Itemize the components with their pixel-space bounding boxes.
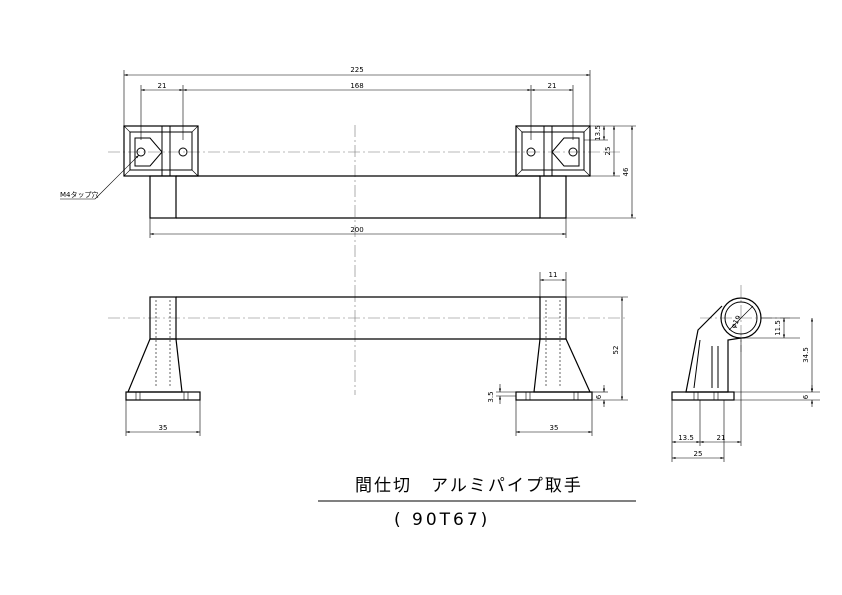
dim-center-span: 168 [350,82,363,90]
front-left-base-plate [125,391,201,401]
dim-34-5: 34.5 [802,347,810,363]
dim-25: 25 [604,147,612,156]
right-tap-hole [568,147,578,157]
right-screw-hole [526,147,536,157]
side-view: φ19 11.5 34.5 6 13.5 21 25 [671,285,820,462]
dim-side-25: 25 [694,450,703,458]
dim-11-5: 11.5 [774,320,782,336]
dim-post-width: 11 [549,271,558,279]
front-view: 11 52 6 3.5 35 35 [108,271,628,436]
right-bracket-inner [521,131,585,171]
model-number: ( 90T67) [394,510,490,530]
dim-base-left: 35 [159,424,168,432]
left-tap-hole [136,147,146,157]
left-bracket-clamp [134,137,163,167]
dim-6: 6 [802,394,810,399]
dim-13-5: 13.5 [594,125,602,141]
front-right-post-body [533,338,591,393]
dim-left-offset: 21 [158,82,167,90]
dim-base-right: 35 [550,424,559,432]
dim-overall-225: 225 [350,66,363,74]
dim-right-offset: 21 [548,82,557,90]
right-bracket-clamp [551,137,580,167]
left-post [149,175,177,219]
left-bracket-inner [129,131,193,171]
dim-side-21: 21 [717,434,726,442]
front-left-post-body [127,338,183,393]
dim-46: 46 [622,167,630,176]
tap-hole-note: M4タップ穴 [60,190,99,199]
top-view: 225 21 168 21 200 13.5 25 46 M4タップ穴 [60,66,636,290]
dim-height-52: 52 [612,346,620,355]
drawing-title: 間仕切 アルミパイプ取手 [355,476,583,496]
dim-plate-6: 6 [595,394,603,399]
side-base-plate [671,391,735,401]
right-post [539,175,567,219]
dim-side-13-5: 13.5 [678,434,694,442]
pipe-section-inner [724,301,758,335]
title-block: 間仕切 アルミパイプ取手 ( 90T67) [318,476,636,530]
dim-plate-3-5: 3.5 [487,391,495,402]
dim-bottom-length: 200 [350,226,363,234]
front-right-base-plate [515,391,593,401]
left-screw-hole [178,147,188,157]
